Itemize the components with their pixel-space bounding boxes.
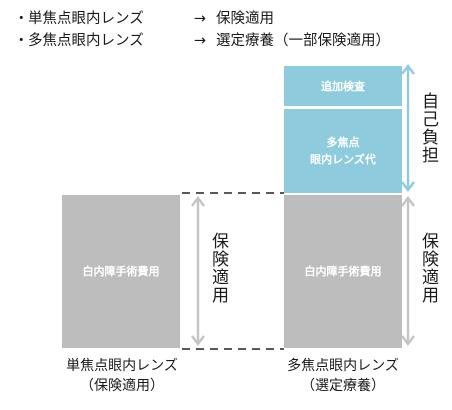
notes: ・ 単焦点眼内レンズ → 保険適用 ・ 多焦点眼内レンズ → 選定療養（一部保険… xyxy=(14,8,390,52)
right-insurance-label: 保険適用 xyxy=(418,232,438,304)
right-caption: 多焦点眼内レンズ （選定療養） xyxy=(279,356,407,396)
left-caption-line2: （保険適用） xyxy=(80,378,164,394)
right-gray-double-arrow xyxy=(401,196,415,346)
bullet: ・ xyxy=(14,11,29,27)
extra-test-segment: 追加検査 xyxy=(284,66,402,106)
note-item: 単焦点眼内レンズ xyxy=(28,11,144,27)
right-arrow: → xyxy=(193,33,207,49)
right-surgery-cost-label: 白内障手術費用 xyxy=(304,265,382,278)
right-surgery-cost-bar: 白内障手術費用 xyxy=(284,195,402,348)
lens-fee-label-line2: 眼内レンズ代 xyxy=(310,153,376,166)
note-row: ・ 単焦点眼内レンズ → 保険適用 xyxy=(14,8,390,30)
lens-fee-segment: 多焦点 眼内レンズ代 xyxy=(284,109,402,193)
right-blue-double-arrow xyxy=(401,64,415,192)
left-caption: 単焦点眼内レンズ （保険適用） xyxy=(58,356,186,396)
right-caption-line1: 多焦点眼内レンズ xyxy=(287,358,399,374)
left-insurance-label: 保険適用 xyxy=(208,232,228,304)
left-double-arrow xyxy=(191,196,205,346)
note-row: ・ 多焦点眼内レンズ → 選定療養（一部保険適用） xyxy=(14,30,390,52)
left-caption-line1: 単焦点眼内レンズ xyxy=(66,358,178,374)
left-surgery-cost-bar: 白内障手術費用 xyxy=(62,195,180,348)
note-result: 選定療養（一部保険適用） xyxy=(216,33,390,49)
extra-test-label: 追加検査 xyxy=(321,79,365,93)
note-item: 多焦点眼内レンズ xyxy=(28,33,144,49)
note-result: 保険適用 xyxy=(216,11,274,27)
lens-fee-label-line1: 多焦点 xyxy=(326,136,360,149)
left-surgery-cost-label: 白内障手術費用 xyxy=(82,265,160,278)
self-pay-label: 自己負担 xyxy=(418,92,438,164)
right-caption-line2: （選定療養） xyxy=(301,378,385,394)
right-arrow: → xyxy=(193,11,207,27)
bullet: ・ xyxy=(14,33,29,49)
